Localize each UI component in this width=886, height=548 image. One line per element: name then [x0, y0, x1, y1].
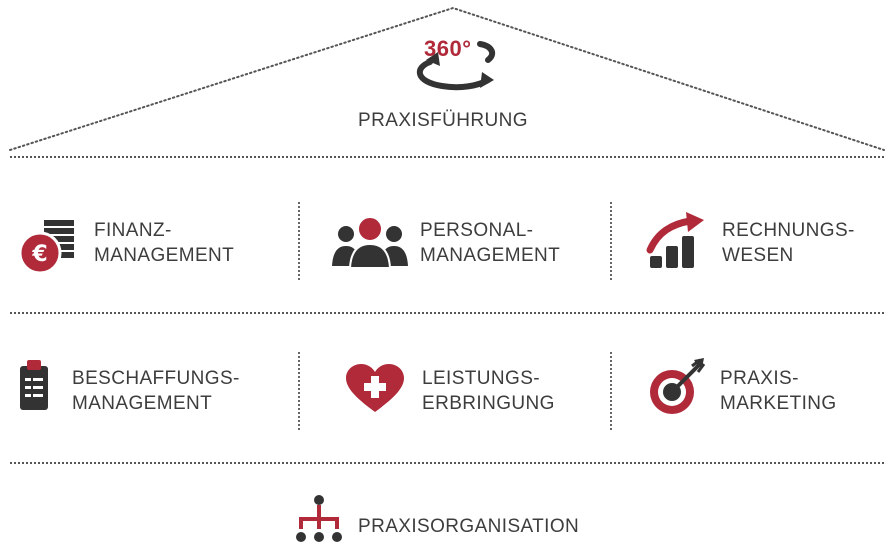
beschaffung-line1: BESCHAFFUNGS- [72, 368, 240, 389]
roof-outline [9, 6, 885, 151]
personal-line2: MANAGEMENT [420, 245, 561, 266]
marketing-label: PRAXIS- MARKETING [720, 366, 837, 416]
euro-coins-icon: € [18, 220, 74, 275]
rechnungswesen-line1: RECHNUNGS- [722, 220, 855, 241]
row2-divider-2 [610, 352, 612, 430]
leistung-line1: LEISTUNGS- [422, 368, 541, 389]
personal-label: PERSONAL- MANAGEMENT [420, 218, 560, 268]
rechnungswesen-line2: WESEN [722, 245, 794, 266]
personal-line1: PERSONAL- [420, 220, 534, 241]
row1-divider-1 [298, 202, 300, 280]
leistung-line2: ERBRINGUNG [422, 393, 555, 414]
roof-title: PRAXISFÜHRUNG [358, 110, 528, 131]
svg-text:€: € [31, 242, 47, 267]
beschaffung-label: BESCHAFFUNGS- MANAGEMENT [72, 366, 240, 416]
marketing-line1: PRAXIS- [720, 368, 799, 389]
rotation-badge: 360° [408, 34, 500, 91]
clipboard-checklist-icon [20, 360, 48, 410]
roof-base-divider [10, 156, 884, 158]
marketing-line2: MARKETING [720, 393, 837, 414]
row-1: € FINANZ- MANAGEMENT PERSONAL- MANAGEMEN… [0, 196, 886, 286]
row2-divider-1 [298, 352, 300, 430]
rotation-arrows-icon [416, 41, 496, 91]
people-group-icon [332, 216, 408, 269]
foundation-divider [10, 462, 884, 464]
org-chart-icon [296, 495, 342, 542]
target-arrow-icon [650, 358, 706, 414]
row-2: BESCHAFFUNGS- MANAGEMENT LEISTUNGS- ERBR… [0, 348, 886, 438]
heart-cross-icon [346, 364, 404, 412]
leistung-label: LEISTUNGS- ERBRINGUNG [422, 366, 555, 416]
beschaffung-line2: MANAGEMENT [72, 393, 213, 414]
badge-text: 360° [424, 36, 472, 61]
bar-chart-growth-icon [646, 212, 704, 268]
foundation-label: PRAXISORGANISATION [358, 516, 580, 537]
finanz-line1: FINANZ- [94, 220, 172, 241]
finanz-line2: MANAGEMENT [94, 245, 235, 266]
finanz-label: FINANZ- MANAGEMENT [94, 218, 234, 268]
row1-divider-2 [610, 202, 612, 280]
middle-divider [10, 312, 884, 314]
rechnungswesen-label: RECHNUNGS- WESEN [722, 218, 855, 268]
